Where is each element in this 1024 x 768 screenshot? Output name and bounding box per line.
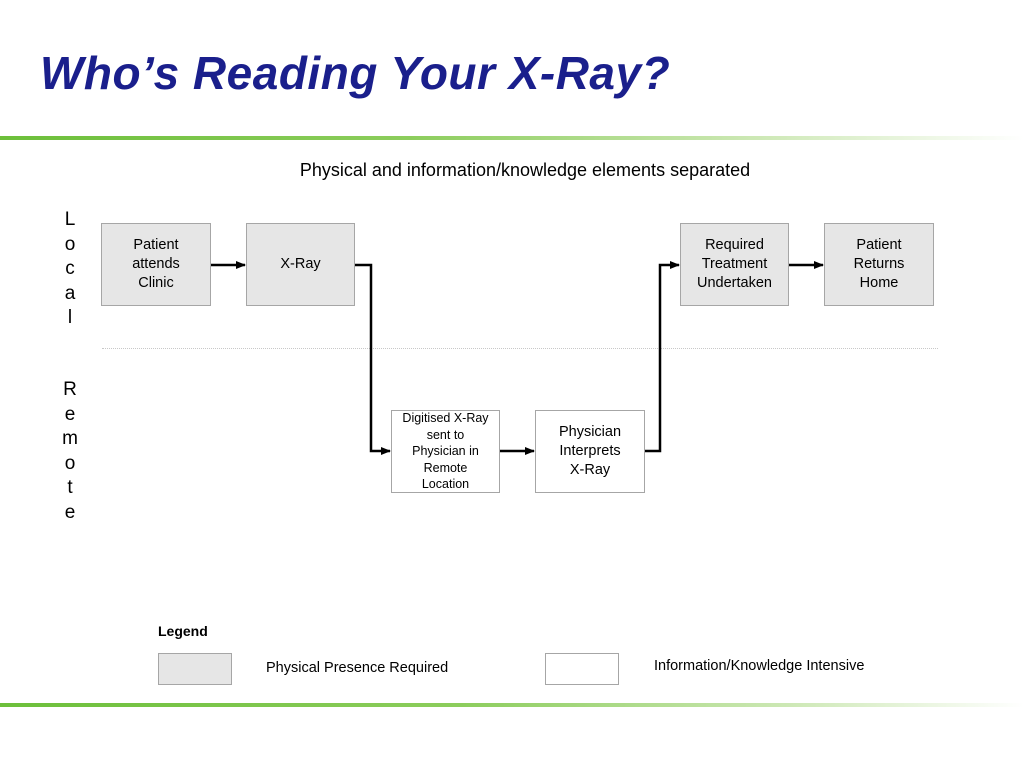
- lane-letter: c: [65, 258, 75, 279]
- lane-letter: a: [64, 282, 76, 304]
- node-label: Digitised X-Ray sent to Physician in Rem…: [402, 411, 489, 492]
- legend-physical-label: Physical Presence Required: [266, 660, 449, 676]
- node-label: Patient Returns Home: [853, 237, 905, 291]
- node-patient-attends-clinic: Patient attends Clinic: [101, 223, 211, 306]
- arrow-physician-to-treatment: [645, 261, 680, 453]
- lane-letter: o: [64, 452, 76, 474]
- node-required-treatment: Required Treatment Undertaken: [680, 223, 789, 306]
- arrow-xray-to-digitised: [355, 263, 391, 455]
- lane-letter: R: [63, 379, 77, 400]
- bottom-divider-rule: [0, 703, 1024, 707]
- node-label: Patient attends Clinic: [132, 237, 180, 291]
- node-physician-interprets: Physician Interprets X-Ray: [535, 410, 645, 493]
- legend-information-swatch: [545, 653, 619, 685]
- lane-letter: e: [64, 403, 76, 425]
- diagram-subtitle: Physical and information/knowledge eleme…: [299, 160, 751, 180]
- lane-divider: [102, 348, 938, 349]
- legend-title: Legend: [158, 623, 208, 639]
- legend-information-label: Information/Knowledge Intensive: [654, 658, 865, 674]
- legend-physical-swatch: [158, 653, 232, 685]
- lane-letter: o: [64, 233, 76, 255]
- node-x-ray: X-Ray: [246, 223, 355, 306]
- node-patient-returns-home: Patient Returns Home: [824, 223, 934, 306]
- lane-letter: t: [67, 477, 73, 498]
- node-label: Required Treatment Undertaken: [697, 237, 772, 291]
- lane-letter: L: [64, 209, 76, 230]
- lane-letter: l: [67, 307, 73, 328]
- slide-title: Who’s Reading Your X-Ray?: [40, 47, 671, 99]
- node-label: Physician Interprets X-Ray: [558, 424, 622, 478]
- node-label: X-Ray: [280, 256, 321, 272]
- lane-letter: m: [62, 428, 78, 449]
- lane-letter: e: [64, 501, 76, 523]
- top-divider-rule: [0, 136, 1024, 140]
- node-digitised-x-ray: Digitised X-Ray sent to Physician in Rem…: [391, 410, 500, 493]
